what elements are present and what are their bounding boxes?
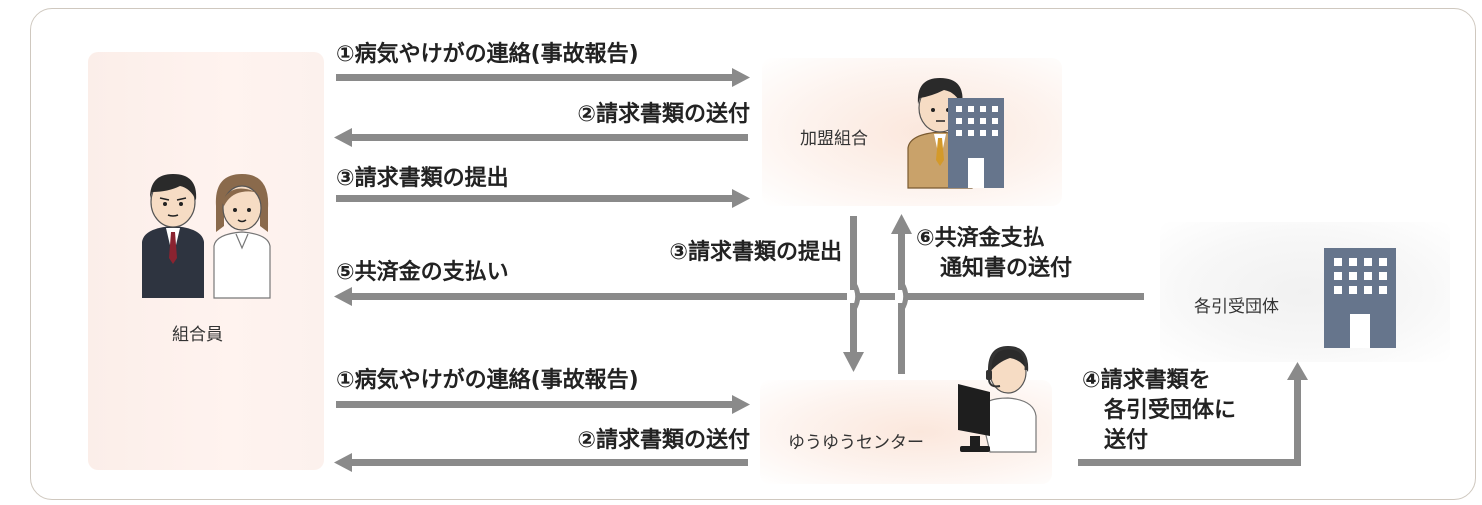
flow-top-send-docs: ②請求書類の送付 — [577, 102, 750, 127]
woman-icon — [213, 174, 271, 299]
arrow-top-report — [336, 68, 750, 87]
man-icon — [142, 174, 204, 298]
flow-mid-submit: ③請求書類の提出 — [669, 240, 842, 265]
arrow-top-submit — [336, 189, 750, 208]
center-label: ゆうゆうセンター — [788, 433, 924, 453]
flow-forward-line1: ④請求書類を — [1082, 368, 1211, 393]
flow-payment: ⑤共済金の支払い — [336, 260, 509, 285]
org-area — [1160, 222, 1450, 362]
building-icon — [1324, 248, 1396, 348]
union-label: 加盟組合 — [800, 129, 868, 149]
flow-bottom-report: ①病気やけがの連絡(事故報告) — [336, 368, 639, 393]
org-label: 各引受団体 — [1194, 297, 1279, 317]
flow-notice-line1: ⑥共済金支払 — [916, 226, 1045, 251]
arrow-bottom-send-docs — [334, 453, 748, 472]
arrow-top-send-docs — [334, 128, 748, 147]
member-area — [88, 52, 324, 470]
member-label: 組合員 — [172, 325, 223, 345]
flow-top-submit: ③請求書類の提出 — [336, 166, 509, 191]
operator-icon — [958, 346, 1037, 453]
arrow-bottom-report — [336, 395, 750, 414]
flow-top-report: ①病気やけがの連絡(事故報告) — [336, 42, 639, 67]
arrow-payment — [334, 287, 1144, 306]
flow-notice-line2: 通知書の送付 — [940, 256, 1073, 281]
building-icon — [948, 98, 1004, 188]
flow-forward-line3: 送付 — [1104, 428, 1149, 453]
flow-forward-line2: 各引受団体に — [1104, 398, 1237, 423]
flow-bottom-send-docs: ②請求書類の送付 — [577, 428, 750, 453]
arrow-center-to-org — [1078, 362, 1308, 466]
